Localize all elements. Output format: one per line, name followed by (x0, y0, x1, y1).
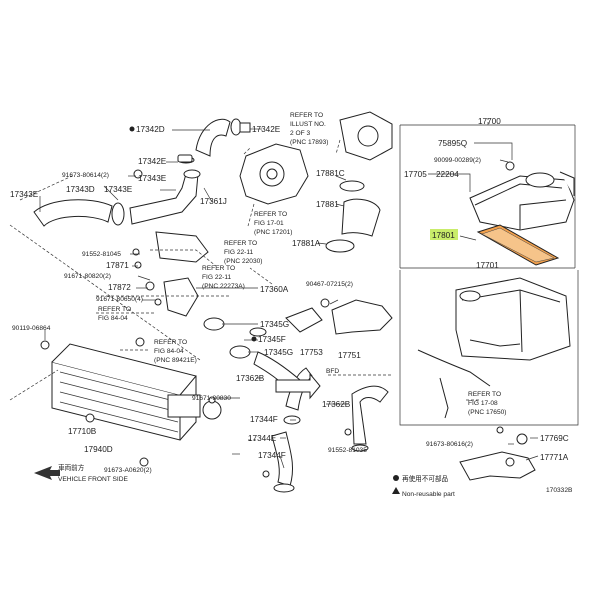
ref1-line1: REFER TO (290, 112, 323, 119)
ref3-line2: FIG 22-11 (224, 249, 254, 256)
ref3-line3: (PNC 22030) (224, 258, 262, 265)
label-17344E: 17344E (248, 434, 277, 443)
label-17881A: 17881A (292, 239, 321, 248)
label-17801: 17801 (432, 231, 455, 240)
label-17343E-c: 17343E (104, 185, 133, 194)
non-reusable-mark-2 (251, 336, 257, 342)
label-17881: 17881 (316, 200, 339, 209)
legend-jp: 再使用不可部品 (402, 474, 449, 483)
air-cleaner-frame (399, 118, 579, 426)
label-22204: 22204 (436, 170, 459, 179)
ref2-line1: REFER TO (254, 211, 287, 218)
label-17345G-b: 17345G (264, 348, 293, 357)
ref5-line2: FIG 84-04 (98, 315, 128, 322)
ref7-line1: REFER TO (468, 391, 501, 398)
label-91673-80616: 91673-80616(2) (426, 441, 473, 448)
label-17345F: 17345F (258, 335, 286, 344)
label-17343D: 17343D (66, 185, 95, 194)
label-17362B-b: 17362B (322, 400, 351, 409)
front-label-en: VEHICLE FRONT SIDE (58, 476, 128, 483)
turbo-assembly (155, 111, 393, 359)
figure-id: 170332B (546, 487, 573, 494)
air-cleaner-case (417, 277, 571, 419)
intercooler (51, 343, 222, 441)
ref1-line4: (PNC 17893) (290, 139, 328, 146)
dashed-boundaries (9, 139, 480, 441)
label-17361J: 17361J (200, 197, 227, 206)
label-17705: 17705 (404, 170, 427, 179)
ref6-line1: REFER TO (154, 339, 187, 346)
ref3-line1: REFER TO (224, 240, 257, 247)
front-arrow (34, 466, 60, 480)
label-91673-80614: 91673-80614(2) (62, 172, 109, 179)
bracket (459, 426, 536, 481)
label-17343E-b: 17343E (10, 190, 39, 199)
label-17871: 17871 (106, 261, 129, 270)
label-17345G-a: 17345G (260, 320, 289, 329)
front-label-jp: 車両前方 (58, 463, 85, 472)
label-91671-80830: 91671-80830 (192, 395, 231, 402)
label-17342D: 17342D (136, 125, 165, 134)
label-17940D: 17940D (84, 445, 113, 454)
label-17342E-top: 17342E (252, 125, 281, 134)
non-reusable-mark (129, 126, 135, 132)
ref4-line2: FIG 22-11 (202, 274, 232, 281)
legend-en: Non-reusable part (402, 491, 455, 498)
pipes (33, 118, 393, 493)
air-filter-element[interactable] (476, 224, 560, 266)
label-17700: 17700 (478, 117, 501, 126)
label-91552-81045: 91552-81045 (82, 251, 121, 258)
label-17362B-a: 17362B (236, 374, 265, 383)
air-cleaner-cap (469, 171, 575, 231)
ref7-line3: (PNC 17650) (468, 409, 506, 416)
label-17769C: 17769C (540, 434, 569, 443)
label-90467-07215: 90467-07215(2) (306, 281, 353, 288)
label-17872: 17872 (108, 283, 131, 292)
label-17701: 17701 (476, 261, 499, 270)
ref2-line2: FIG 17-01 (254, 220, 284, 227)
label-17344F-b: 17344F (258, 451, 286, 460)
ref2-line3: (PNC 17201) (254, 229, 292, 236)
label-91673-A0620: 91673-A0620(2) (104, 467, 152, 474)
label-17753: 17753 (300, 348, 323, 357)
ref5-line1: REFER TO (98, 306, 131, 313)
label-17771A: 17771A (540, 453, 569, 462)
label-75895Q: 75895Q (438, 139, 467, 148)
label-17360A: 17360A (260, 285, 289, 294)
legend-icons (392, 475, 400, 494)
label-17343E-a: 17343E (138, 174, 167, 183)
label-91671-80650: 91671-80650(4) (96, 296, 143, 303)
label-90119-06864: 90119-06864 (12, 325, 51, 332)
ref7-line2: FIG 17-08 (468, 400, 498, 407)
label-90099-00289: 90099-00289(2) (434, 157, 481, 164)
fasteners (40, 122, 515, 478)
ref4-line1: REFER TO (202, 265, 235, 272)
label-17881C: 17881C (316, 169, 345, 178)
label-17710B: 17710B (68, 427, 97, 436)
ref1-line3: 2 OF 3 (290, 130, 310, 137)
filter-label-highlight (430, 229, 458, 240)
label-91552-81035: 91552-81035 (328, 447, 367, 454)
leader-lines (39, 128, 539, 469)
label-bfd: BFD (326, 368, 339, 375)
ref1-line2: ILLUST NO. (290, 121, 326, 128)
label-17342E: 17342E (138, 157, 167, 166)
ref6-line3: (PNC 89421E) (154, 357, 197, 364)
label-17751: 17751 (338, 351, 361, 360)
ref4-line3: (PNC 22273A) (202, 283, 245, 290)
label-17344F-a: 17344F (250, 415, 278, 424)
label-91671-80820: 91671-80820(2) (64, 273, 111, 280)
ref6-line2: FIG 84-04 (154, 348, 184, 355)
